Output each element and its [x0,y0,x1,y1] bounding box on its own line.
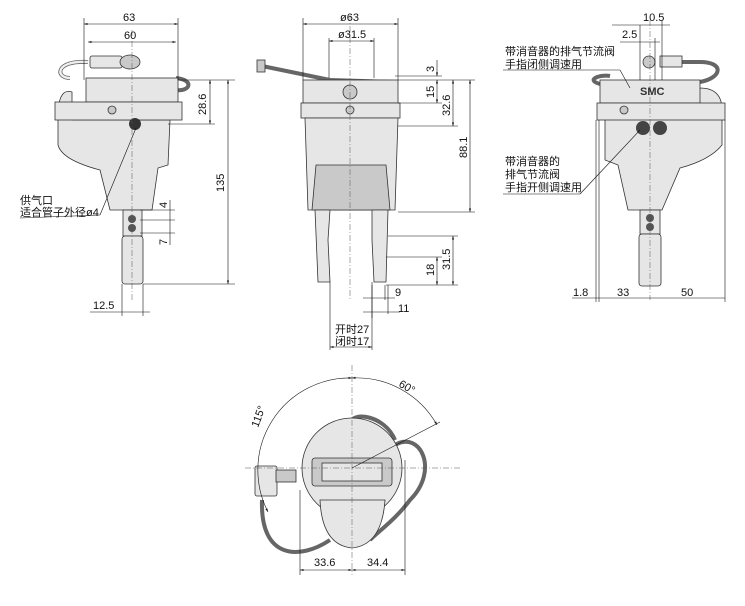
dim-33: 33 [617,287,629,299]
dim-4: 4 [158,202,170,208]
dim-88-1: 88.1 [458,137,470,158]
angle-60: 60° [397,378,417,397]
angle-115: 115° [250,404,269,429]
dim-7: 7 [158,239,170,245]
dim-15: 15 [425,86,437,98]
dim-34-4: 34.4 [367,557,388,569]
dim-9: 9 [395,287,401,299]
dim-50: 50 [681,287,693,299]
stroke-closed-label: 闭时17 [335,335,369,348]
dim-33-6: 33.6 [314,557,335,569]
smc-logo: SMC [640,86,665,98]
supply-port-tube-label: 适合管子外径ø4 [20,205,99,219]
open-side-valve-label-1: 带消音器的 [505,154,560,168]
dim-31-5: 31.5 [441,249,453,270]
open-side-valve-label-2: 排气节流阀 [505,167,560,181]
supply-port-label: 供气口 [20,193,53,207]
dim-11: 11 [398,303,409,315]
front-view [19,18,235,316]
dim-3: 3 [425,66,437,72]
open-side-valve-label-3: 手指开侧调速用 [505,180,582,194]
rear-view [503,20,726,302]
dim-10-5: 10.5 [643,12,664,24]
dim-28-6: 28.6 [197,94,209,115]
dim-2-5: 2.5 [622,29,637,41]
dim-diameter-31-5: ø31.5 [338,29,366,41]
bottom-view [245,365,460,575]
close-side-valve-label-2: 手指闭侧调速用 [505,57,582,71]
dim-1-8: 1.8 [573,287,588,299]
dim-63: 63 [123,12,135,24]
stroke-open-label: 开时27 [335,323,369,336]
side-view [256,15,475,350]
dim-diameter-63: ø63 [340,12,359,24]
dim-60: 60 [124,30,136,42]
dim-135: 135 [215,174,227,192]
dim-32-6: 32.6 [441,95,453,116]
dim-12-5: 12.5 [93,300,114,312]
dim-18: 18 [425,264,437,276]
close-side-valve-label-1: 带消音器的排气节流阀 [505,44,615,58]
